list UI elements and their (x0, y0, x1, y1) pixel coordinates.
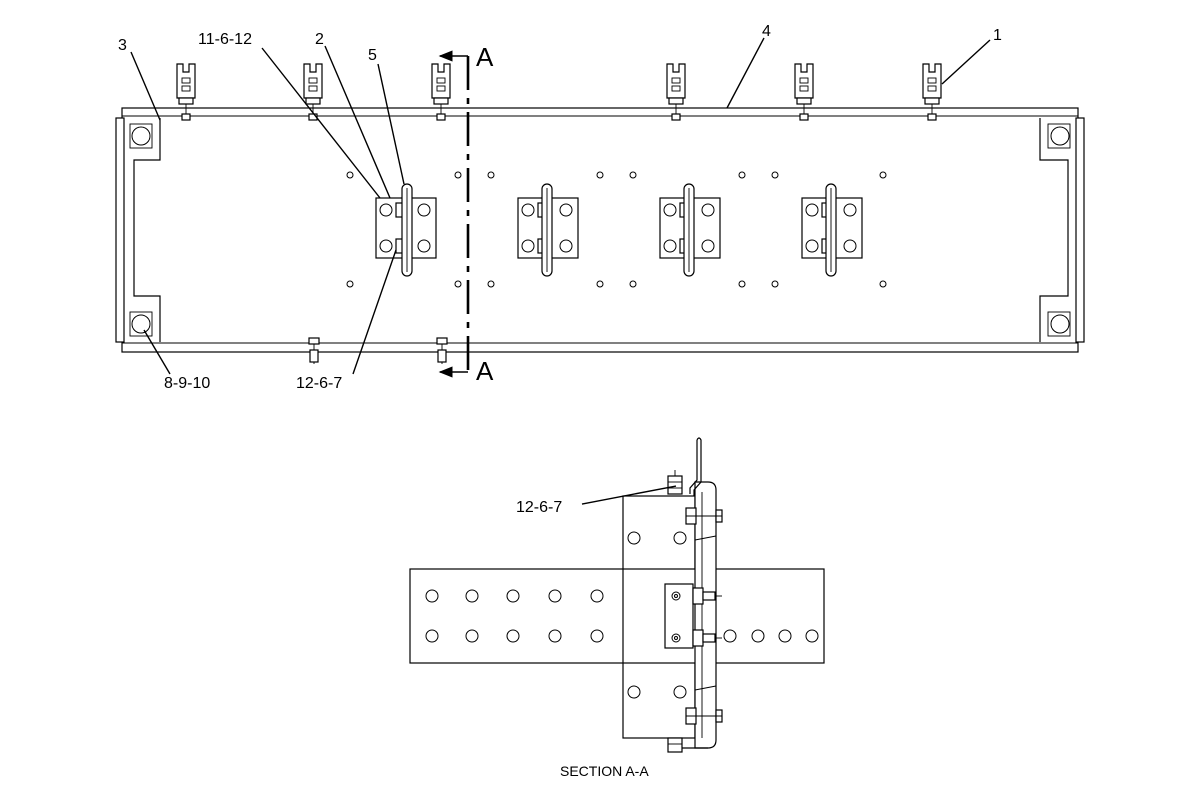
bracket (659, 183, 721, 277)
callout-2: 2 (315, 31, 324, 48)
callout-4: 4 (762, 23, 771, 40)
corner-hole (131, 314, 151, 334)
bottom-studs (308, 337, 448, 364)
callout-8-9-10: 8-9-10 (164, 375, 210, 392)
brackets (375, 183, 863, 277)
tray-outline (121, 107, 1079, 353)
right-flange (1075, 117, 1085, 343)
callouts-top-view: 3 11-6-12 2 5 4 1 8-9-10 12-6-7 (118, 23, 1002, 392)
section-cut-line: A A (438, 42, 494, 386)
channel-bracket (694, 481, 717, 749)
corner-hole (1050, 314, 1070, 334)
corner-hole (1050, 126, 1070, 146)
top-view: A A 3 11-6-12 2 5 4 1 8-9-10 12-6-7 (115, 23, 1085, 392)
callout-5: 5 (368, 47, 377, 64)
section-bolts (685, 507, 723, 725)
bracket (375, 183, 437, 277)
callout-1: 1 (993, 27, 1002, 44)
corner-hole (131, 126, 151, 146)
left-flange (115, 117, 125, 343)
top-clip (431, 63, 451, 121)
bottom-stud (667, 737, 683, 753)
top-stud (667, 475, 683, 495)
top-clips (176, 63, 942, 121)
bar-holes (425, 531, 819, 699)
callout-3: 3 (118, 37, 127, 54)
section-marker-bottom: A (476, 356, 494, 386)
plate-holes (346, 171, 887, 288)
section-caption: SECTION A-A (560, 763, 649, 779)
callout-12-6-7-section: 12-6-7 (516, 499, 562, 516)
bracket (801, 183, 863, 277)
handle-rod (689, 440, 698, 494)
plate-notches (133, 118, 1069, 342)
callout-12-6-7-top: 12-6-7 (296, 375, 342, 392)
top-clip (794, 63, 814, 121)
section-marker-top: A (476, 42, 494, 72)
bracket (517, 183, 579, 277)
top-clip (666, 63, 686, 121)
horizontal-bar (409, 568, 825, 664)
section-view: 12-6-7 SECTION A-A (409, 437, 825, 779)
top-clip (922, 63, 942, 121)
callout-11-6-12: 11-6-12 (198, 31, 252, 48)
top-clip (176, 63, 196, 121)
top-clip (303, 63, 323, 121)
